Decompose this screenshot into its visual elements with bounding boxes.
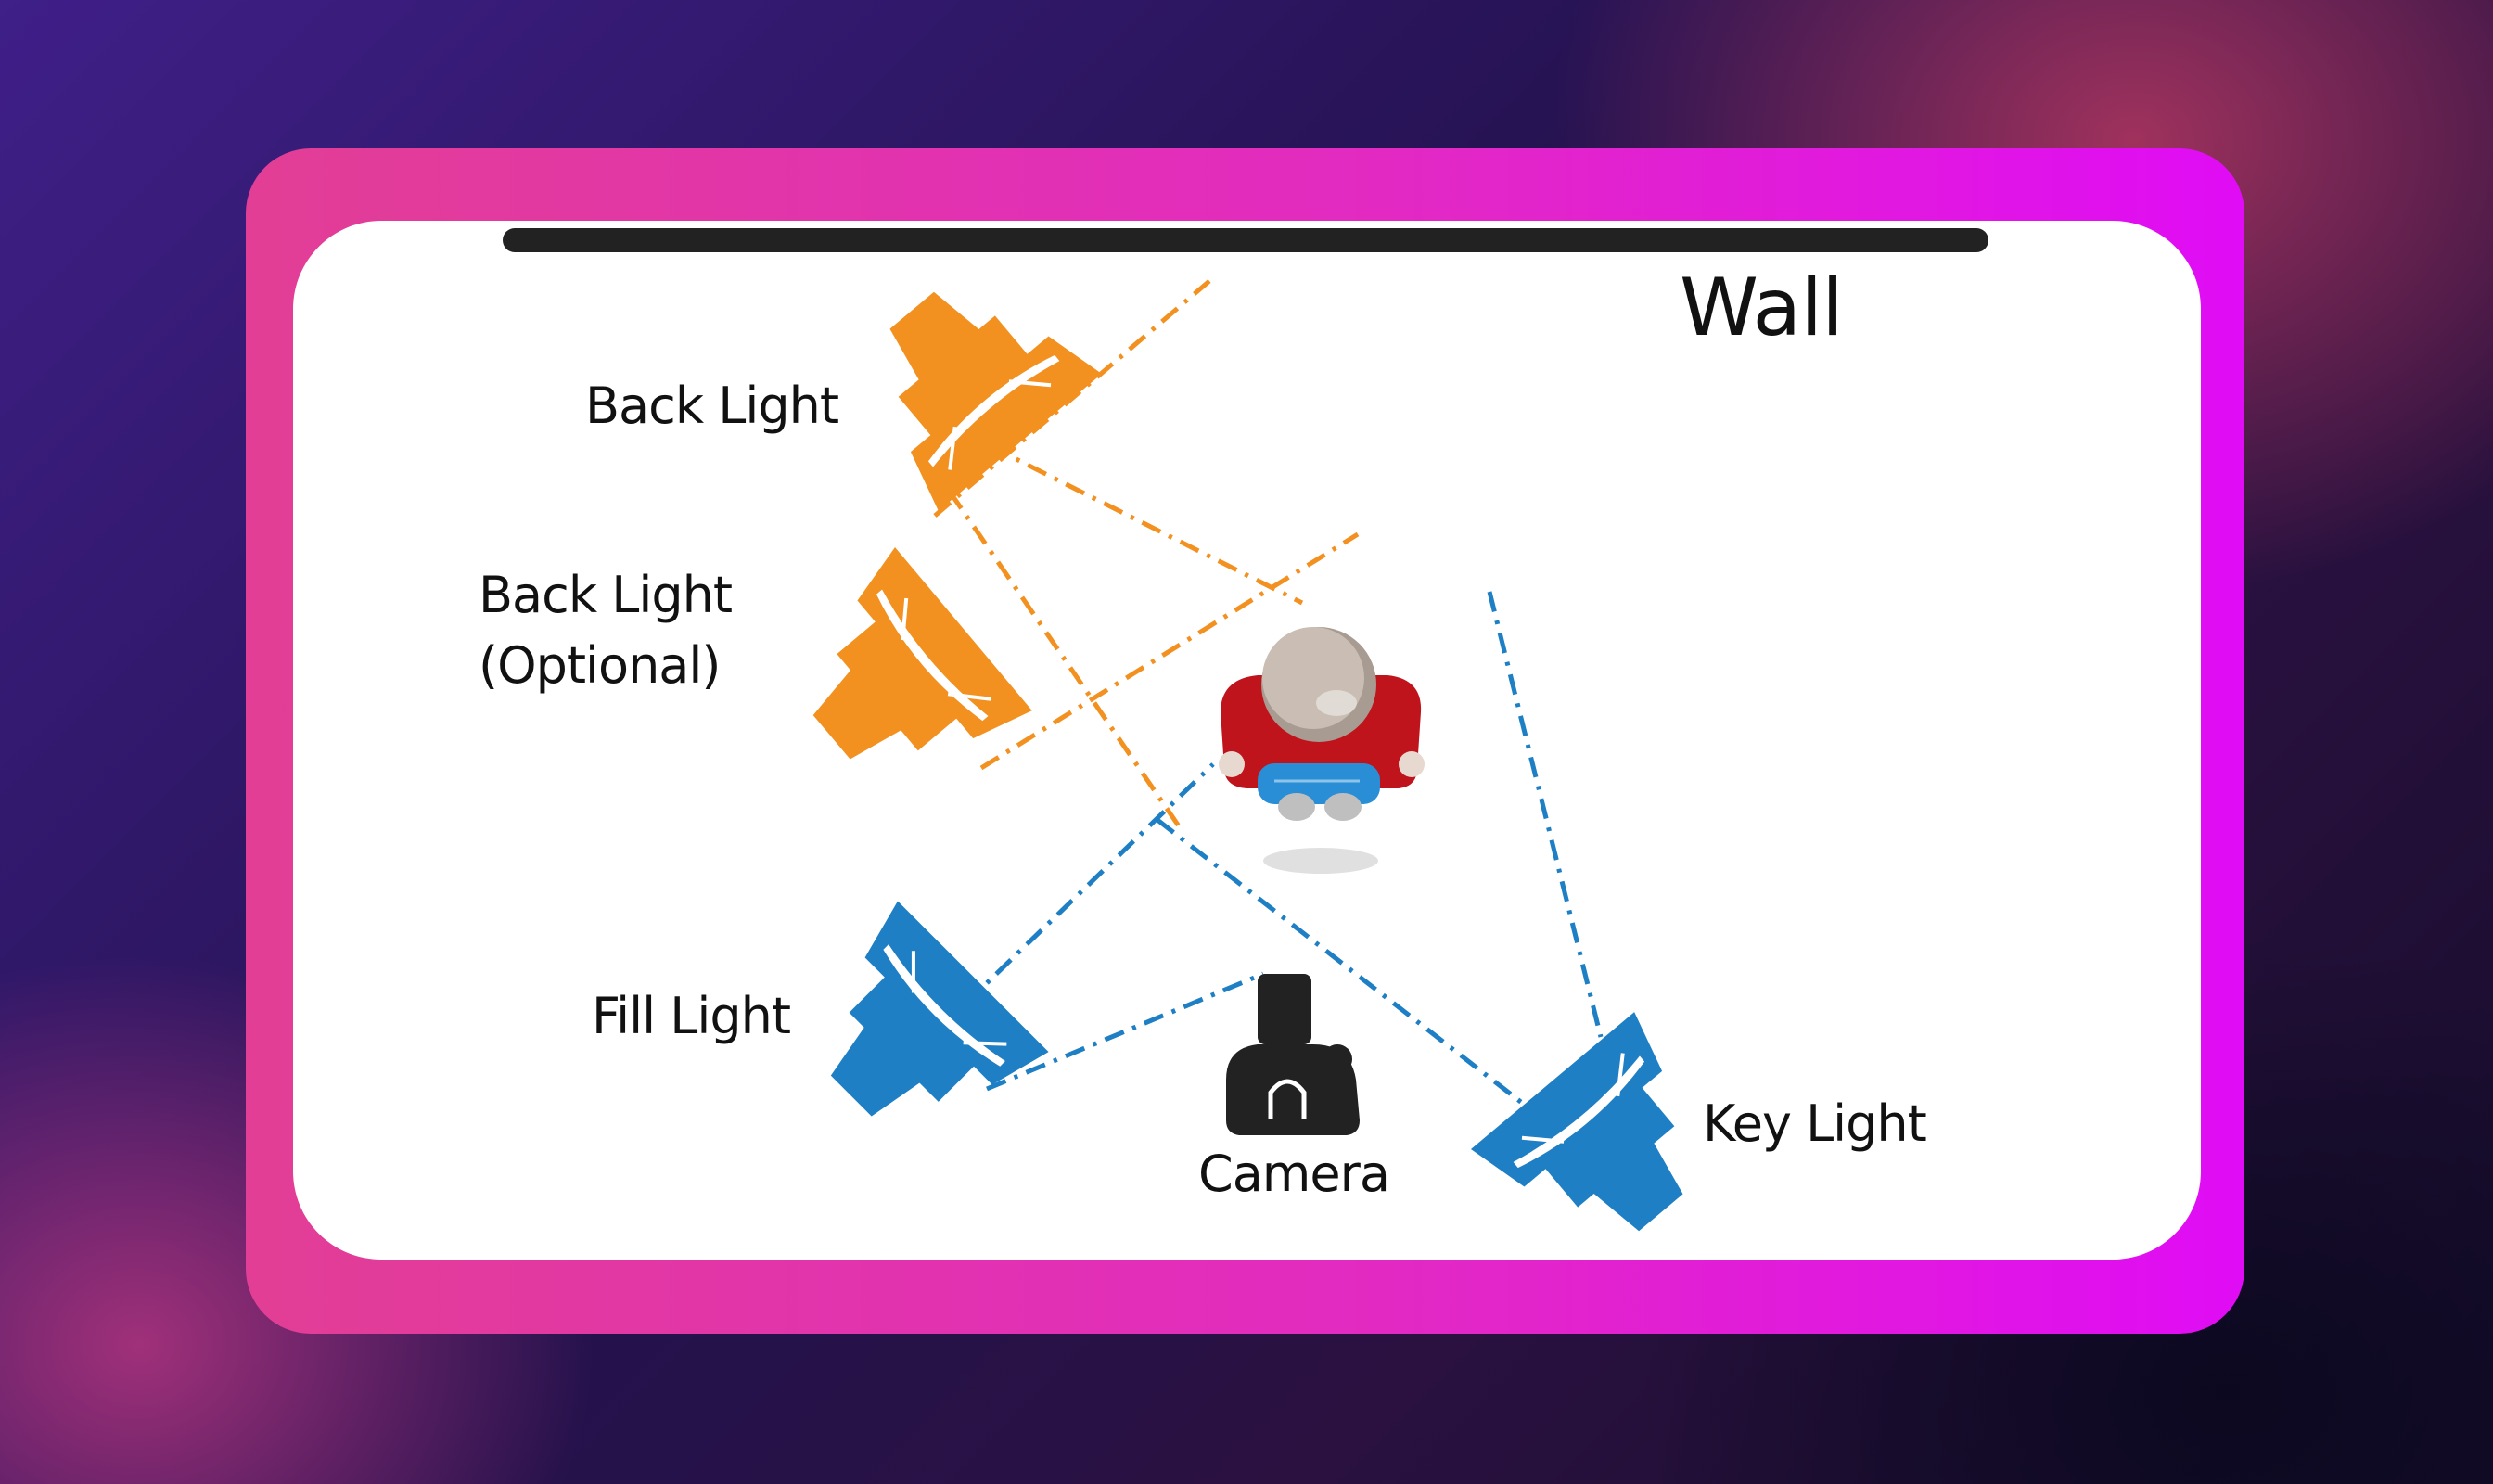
front-light-beams: [933, 591, 1604, 1111]
back-light-optional-icon: [812, 546, 1032, 760]
key-light-label: Key Light: [1703, 1094, 1927, 1153]
camera-icon: [1226, 974, 1360, 1135]
lighting-diagram: [503, 228, 1988, 1232]
lighting-diagram-card: Wall Back Light Back Light (Optional) Fi…: [293, 221, 2201, 1260]
fill-light-icon: [830, 901, 1049, 1117]
back-light-icon: [889, 291, 1103, 511]
wall-label: Wall: [1680, 262, 1844, 354]
key-light-icon: [1470, 1012, 1683, 1232]
back-light-label: Back Light: [585, 377, 839, 435]
fill-light-label: Fill Light: [592, 987, 791, 1045]
subject-person-icon: [1219, 627, 1425, 874]
back-light-optional-label: Back Light (Optional): [479, 566, 733, 695]
wall-line: [503, 228, 1988, 252]
diagram-frame: Wall Back Light Back Light (Optional) Fi…: [246, 148, 2244, 1334]
camera-label: Camera: [1198, 1145, 1390, 1203]
